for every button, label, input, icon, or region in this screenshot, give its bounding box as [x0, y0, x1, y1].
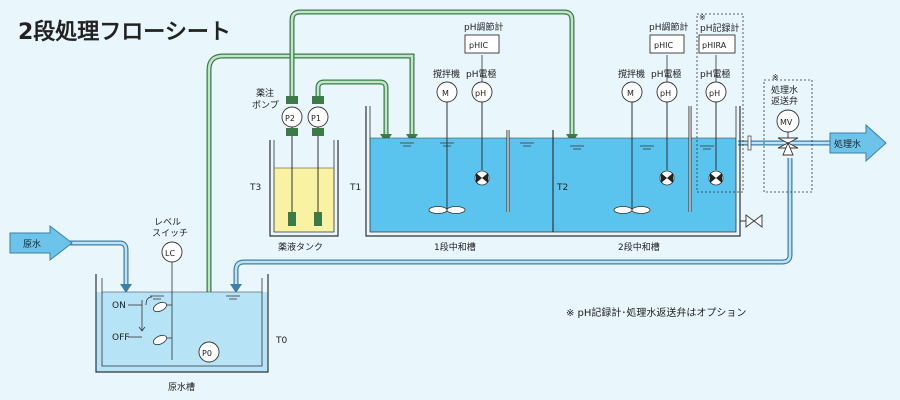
ph-electrode-1: pH電極 pH	[466, 55, 496, 186]
mixer-2-label: 撹拌機	[618, 68, 645, 80]
tank-t3-name: 薬液タンク	[278, 241, 323, 253]
mixer-1-tag: M	[442, 89, 449, 98]
ph-electrode-1-label: pH電極	[466, 68, 496, 80]
ph-recorder-label: pH記録計	[700, 22, 739, 34]
ph-electrode-2-tag: pH	[660, 89, 671, 98]
pipe-arrow-t0-inlet	[120, 284, 132, 293]
pump-label-1: 薬注	[256, 87, 274, 99]
valve-option-mark: ※	[772, 73, 779, 82]
ph-controller-2-tag: pHIC	[654, 41, 673, 50]
drain-valve	[740, 214, 763, 228]
mixer-2-tag: M	[627, 89, 634, 98]
ph-electrode-3-tag: pH	[709, 89, 720, 98]
ph-controller-1: pH調節計 pHIC	[464, 21, 503, 54]
pipes	[70, 9, 840, 342]
tank-t3: T3 薬液タンク	[249, 122, 339, 253]
level-switch-label-1: レベル	[154, 218, 181, 228]
valve-label-1: 処理水	[771, 84, 798, 96]
tank-t1-tag: T1	[349, 183, 361, 193]
ph-recorder-tag: pHIRA	[702, 41, 727, 50]
valve-tag: MV	[780, 118, 793, 127]
tank-t0-tag: T0	[275, 336, 287, 346]
return-valve-option: ※ 処理水 返送弁 MV	[763, 73, 813, 193]
tank-t1-t2: T1 T2 1段中和槽 2段中和槽	[349, 106, 741, 253]
ph-electrode-2: pH電極 pH	[651, 55, 681, 186]
tank-t0-name: 原水槽	[168, 381, 195, 393]
outlet-label: 処理水	[834, 138, 861, 150]
pump-label-2: ポンプ	[252, 100, 279, 111]
tank-t3-tag: T3	[249, 183, 261, 193]
ph-controller-2: pH調節計 pHIC	[649, 21, 688, 54]
ph-controller-1-tag: pHIC	[469, 41, 488, 50]
valve-label-2: 返送弁	[771, 95, 798, 107]
tank-t1-name: 1段中和槽	[434, 241, 476, 253]
level-switch: レベル スイッチ LC	[152, 218, 188, 263]
level-switch-floats: ON OFF	[112, 262, 173, 360]
recorder-option-mark: ※	[699, 13, 706, 22]
mixer-1: 撹拌機 M	[428, 68, 466, 214]
level-off-label: OFF	[112, 333, 129, 343]
pump-p0: P0	[198, 341, 220, 363]
outlet-flange	[747, 135, 752, 151]
ph-controller-1-label: pH調節計	[464, 21, 503, 33]
inlet-arrow: 原水	[9, 224, 73, 262]
ph-electrode-3-label: pH電極	[700, 68, 730, 80]
mixer-1-label: 撹拌機	[433, 68, 460, 80]
ph-electrode-2-label: pH電極	[651, 68, 681, 80]
level-on-label: ON	[112, 301, 126, 311]
tank-t2-name: 2段中和槽	[618, 241, 660, 253]
tank-t2-tag: T2	[556, 183, 568, 193]
ph-electrode-1-tag: pH	[475, 89, 486, 98]
pipe-arrow-t0-return	[230, 284, 242, 293]
level-switch-label-2: スイッチ	[152, 228, 188, 239]
ph-recorder-option: ※ pH記録計 pHIRA	[696, 13, 744, 193]
tank-t0: T0 原水槽	[95, 274, 287, 393]
ph-electrode-3: pH電極 pH	[700, 55, 730, 186]
diagram-title: 2段処理フローシート	[18, 19, 231, 45]
pump-p0-tag: P0	[202, 349, 212, 358]
outlet-arrow: 処理水	[829, 123, 887, 163]
pump-p1-tag: P1	[311, 114, 321, 123]
dosing-pumps: 薬注 ポンプ P2 P1	[252, 87, 329, 136]
ph-controller-2-label: pH調節計	[649, 21, 688, 33]
inlet-label: 原水	[23, 238, 41, 250]
level-switch-tag: LC	[165, 249, 175, 258]
option-note: ※ pH記録計･処理水返送弁はオプション	[566, 306, 746, 319]
pump-p2-tag: P2	[285, 114, 295, 123]
mixer-2: 撹拌機 M	[613, 68, 651, 214]
